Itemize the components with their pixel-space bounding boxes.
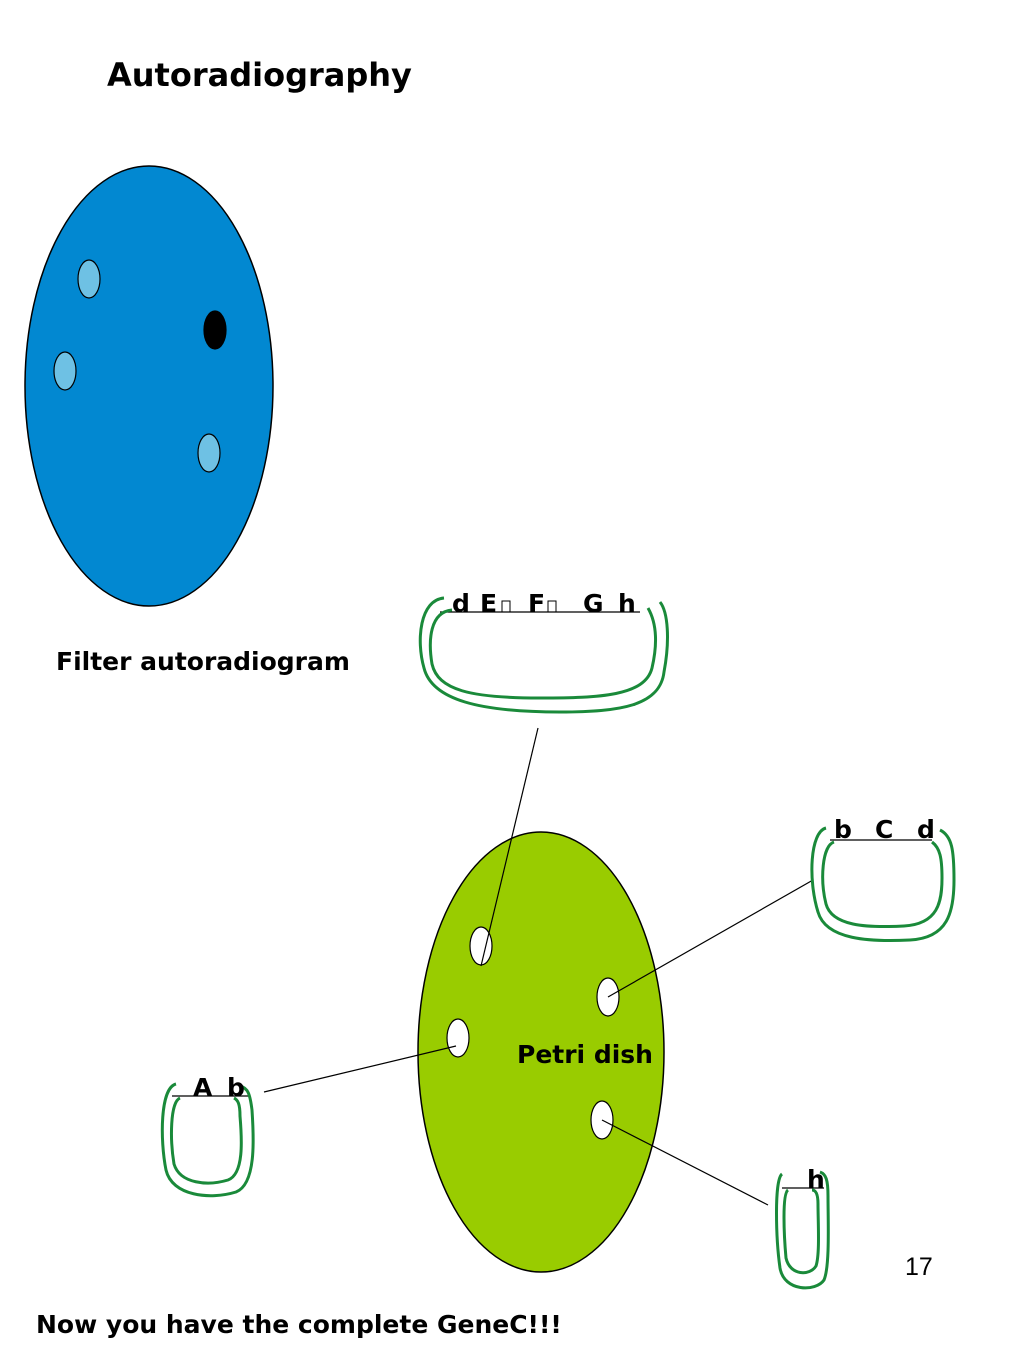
connector-line bbox=[601, 1119, 769, 1206]
gene-label: A bbox=[193, 1073, 213, 1102]
clone-top: d E F G h bbox=[418, 589, 669, 714]
gene-label: F bbox=[528, 589, 545, 618]
page-number: 17 bbox=[905, 1253, 933, 1281]
gene-label: b bbox=[834, 815, 852, 844]
gene-label: C bbox=[875, 815, 893, 844]
connector-line bbox=[263, 1045, 457, 1093]
petri-label: Petri dish bbox=[517, 1040, 653, 1069]
connector-line bbox=[607, 879, 814, 998]
gene-label: h bbox=[807, 1165, 825, 1194]
gene-label: G bbox=[583, 589, 604, 618]
filter-label: Filter autoradiogram bbox=[56, 647, 350, 676]
filter-spot-positive bbox=[203, 310, 227, 350]
gene-label: h bbox=[618, 589, 636, 618]
filter-spot bbox=[197, 433, 221, 473]
clone-right: b C d bbox=[810, 815, 956, 943]
colony bbox=[446, 1018, 470, 1058]
gene-label: d bbox=[917, 815, 935, 844]
clone-small: h bbox=[775, 1165, 830, 1290]
gene-label: d bbox=[452, 589, 470, 618]
page-title: Autoradiography bbox=[107, 56, 412, 94]
gene-label: E bbox=[480, 589, 497, 618]
footer-text: Now you have the complete GeneC!!! bbox=[36, 1310, 562, 1339]
gene-label: b bbox=[227, 1073, 245, 1102]
clone-left: A b bbox=[160, 1073, 255, 1198]
connector-line bbox=[480, 727, 539, 967]
filter-spot bbox=[77, 259, 101, 299]
filter-spot bbox=[53, 351, 77, 391]
